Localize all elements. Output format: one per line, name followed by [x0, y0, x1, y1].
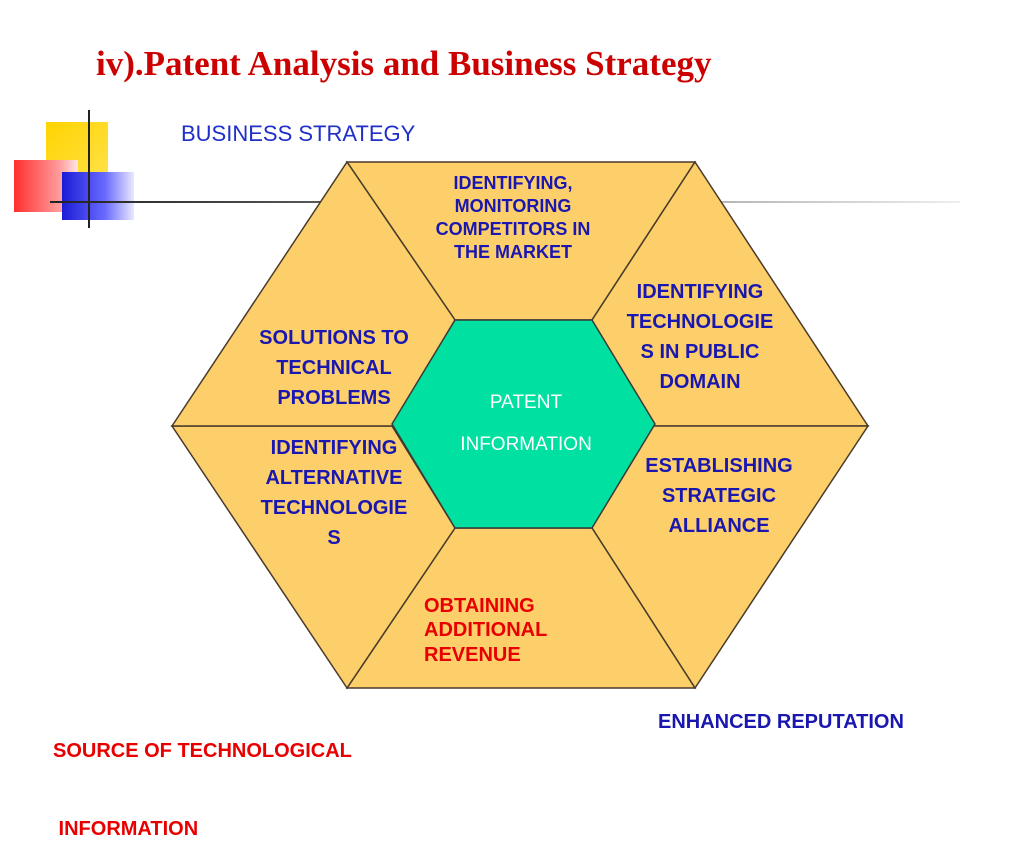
- segment-upper-right-line: S IN PUBLIC: [640, 341, 760, 363]
- segment-lower-right-line: ALLIANCE: [668, 515, 770, 537]
- footer-left-label: SOURCE OF TECHNOLOGICAL INFORMATION: [53, 686, 352, 868]
- segment-upper-right-line: DOMAIN: [659, 371, 741, 393]
- deco-vertical-line: [88, 110, 90, 228]
- segment-lower-right-line: STRATEGIC: [661, 485, 777, 507]
- segment-lower-right-label: ESTABLISHING STRATEGIC ALLIANCE: [616, 451, 822, 541]
- segment-top-line: THE MARKET: [454, 242, 572, 263]
- segment-lower-left-line: TECHNOLOGIE: [260, 497, 408, 519]
- segment-lower-right-line: ESTABLISHING: [645, 455, 793, 477]
- segment-top-label: IDENTIFYING, MONITORING COMPETITORS IN T…: [408, 172, 618, 264]
- segment-upper-left-line: TECHNICAL: [276, 357, 392, 379]
- footer-left-line: INFORMATION: [53, 818, 199, 840]
- diagram-subtitle: BUSINESS STRATEGY: [181, 121, 416, 146]
- segment-upper-right-label: IDENTIFYING TECHNOLOGIE S IN PUBLIC DOMA…: [602, 277, 798, 397]
- segment-bottom-line: REVENUE: [424, 643, 521, 666]
- segment-bottom-line: ADDITIONAL: [424, 619, 548, 642]
- footer-left-line: SOURCE OF TECHNOLOGICAL: [53, 740, 352, 762]
- center-label: PATENT INFORMATION: [428, 392, 624, 456]
- segment-upper-left-line: SOLUTIONS TO: [259, 327, 409, 349]
- segment-lower-left-label: IDENTIFYING ALTERNATIVE TECHNOLOGIE S: [234, 433, 434, 553]
- center-label-line1: PATENT: [489, 392, 563, 413]
- segment-top-line: COMPETITORS IN: [435, 219, 591, 240]
- segment-upper-right-line: TECHNOLOGIE: [626, 311, 774, 333]
- segment-top-line: IDENTIFYING,: [453, 173, 573, 193]
- segment-bottom-label: OBTAINING ADDITIONAL REVENUE: [424, 594, 614, 667]
- hexagon-diagram: [170, 160, 870, 690]
- slide-title: iv).Patent Analysis and Business Strateg…: [96, 44, 712, 83]
- center-label-line2: INFORMATION: [460, 434, 592, 455]
- segment-upper-left-label: SOLUTIONS TO TECHNICAL PROBLEMS: [228, 323, 440, 413]
- segment-top-line: MONITORING: [454, 196, 572, 217]
- segment-upper-right-line: IDENTIFYING: [636, 281, 764, 303]
- center-hexagon: [391, 319, 656, 529]
- segment-lower-left-line: IDENTIFYING: [270, 437, 398, 459]
- footer-right-label: ENHANCED REPUTATION: [658, 711, 904, 733]
- segment-lower-left-line: S: [327, 527, 341, 549]
- segment-bottom-line: OBTAINING: [424, 595, 535, 617]
- segment-lower-left-line: ALTERNATIVE: [265, 467, 403, 489]
- deco-blue-square: [62, 172, 134, 220]
- segment-upper-left-line: PROBLEMS: [277, 387, 391, 409]
